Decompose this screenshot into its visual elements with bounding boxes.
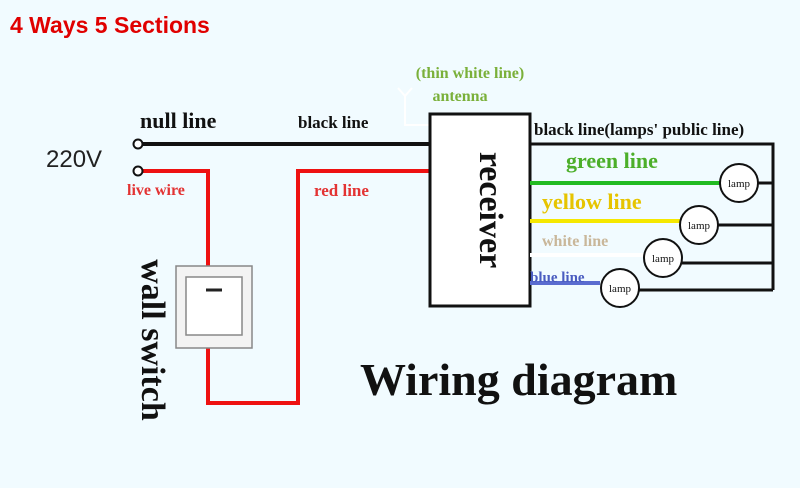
page-heading: 4 Ways 5 Sections xyxy=(10,12,210,38)
public-line-label: black line(lamps' public line) xyxy=(534,120,744,139)
lamp-3-label: lamp xyxy=(652,253,674,265)
lamp-2-circle xyxy=(679,205,719,245)
green-line-label: green line xyxy=(566,148,658,173)
antenna-label: antenna xyxy=(432,88,487,105)
blue-line-label: blue line xyxy=(530,270,585,286)
white-line-label: white line xyxy=(542,233,608,250)
live-terminal xyxy=(132,165,144,177)
lamp-2-label: lamp xyxy=(688,220,710,232)
null-terminal xyxy=(132,138,144,150)
yellow-line-label: yellow line xyxy=(542,189,642,214)
antenna-tip-right xyxy=(404,87,413,97)
black-line-label: black line xyxy=(298,113,369,132)
lamp-1-circle xyxy=(719,163,759,203)
receiver-box xyxy=(428,112,532,308)
wall-switch-rocker xyxy=(185,276,243,336)
lamp-1-label: lamp xyxy=(728,178,750,190)
antenna-note: (thin white line) xyxy=(416,65,524,82)
null-line-label: null line xyxy=(140,108,217,133)
public-line-wire xyxy=(530,142,775,290)
lamp-3-circle xyxy=(643,238,683,278)
antenna-wire xyxy=(404,95,430,126)
live-wire xyxy=(138,169,430,405)
wall-switch-label: wall switch xyxy=(134,259,171,421)
diagram-title: Wiring diagram xyxy=(360,354,677,405)
receiver-label: receiver xyxy=(472,152,509,268)
lamp-3: lamp xyxy=(643,238,683,278)
voltage-label: 220V xyxy=(46,146,102,173)
lamp-1: lamp xyxy=(719,163,759,203)
live-wire-label: live wire xyxy=(127,182,185,199)
antenna-tip-left xyxy=(397,87,406,97)
lamp-2: lamp xyxy=(679,205,719,245)
lamp-4: lamp xyxy=(600,268,640,308)
lamp-4-label: lamp xyxy=(609,283,631,295)
red-line-label: red line xyxy=(314,181,369,200)
lamp-4-circle xyxy=(600,268,640,308)
